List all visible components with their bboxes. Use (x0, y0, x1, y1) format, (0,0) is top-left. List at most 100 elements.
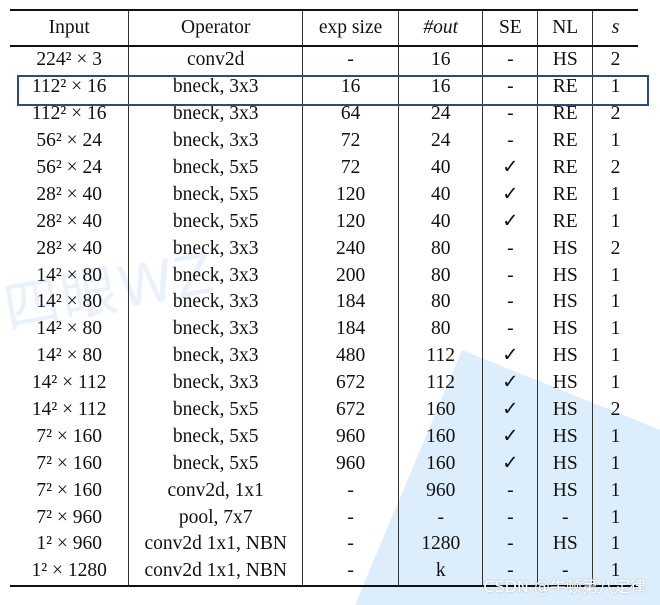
cell-operator: bneck, 5x5 (128, 423, 304, 451)
header-stride: s (611, 17, 620, 38)
cell-nl: HS (537, 342, 593, 370)
cell-operator: bneck, 3x3 (128, 235, 304, 263)
cell-se: ✓ (482, 181, 539, 209)
cell-out: 160 (398, 450, 484, 478)
cell-nl: HS (537, 369, 593, 397)
cell-input: 14² × 112 (10, 369, 130, 397)
cell-input: 7² × 160 (10, 423, 130, 451)
cell-operator: bneck, 3x3 (128, 100, 304, 128)
cell-input: 1² × 1280 (10, 557, 130, 586)
cell-nl: HS (537, 477, 593, 505)
cell-stride: 1 (610, 560, 621, 582)
header-se: SE (482, 10, 539, 46)
cell-stride: 1 (610, 345, 621, 367)
cell-nl: HS (537, 262, 593, 290)
cell-exp-size: 16 (302, 73, 400, 101)
cell-out: 16 (398, 46, 484, 74)
cell-nl: RE (537, 127, 593, 155)
cell-input: 224² × 3 (10, 46, 130, 74)
cell-out: 1280 (398, 531, 484, 558)
cell-exp-size: 120 (302, 181, 400, 209)
header-input: Input (10, 10, 130, 46)
cell-nl: RE (537, 208, 593, 236)
cell-se: ✓ (482, 450, 539, 478)
cell-nl: HS (537, 289, 593, 316)
cell-nl: RE (537, 100, 593, 128)
cell-stride: 2 (610, 103, 621, 125)
cell-se: - (482, 127, 539, 155)
cell-stride: 1 (610, 533, 621, 555)
table-header: Input Operator exp size #out SE NL s (10, 10, 638, 46)
cell-input: 14² × 112 (10, 396, 130, 424)
cell-out: 960 (398, 477, 484, 505)
cell-nl: HS (537, 46, 593, 74)
cell-stride: 2 (610, 49, 621, 71)
cell-stride: 1 (610, 425, 621, 447)
cell-stride: 2 (610, 157, 621, 178)
cell-input: 28² × 40 (10, 208, 130, 236)
cell-operator: bneck, 3x3 (128, 262, 304, 290)
cell-se: ✓ (482, 208, 539, 236)
cell-exp-size: 72 (302, 127, 400, 155)
cell-operator: bneck, 3x3 (128, 127, 304, 155)
cell-out: 40 (398, 154, 484, 182)
cell-input: 56² × 24 (10, 127, 130, 155)
cell-se: ✓ (482, 423, 539, 451)
cell-operator: pool, 7x7 (128, 504, 304, 532)
cell-operator: conv2d 1x1, NBN (128, 531, 304, 558)
cell-nl: HS (537, 396, 593, 424)
cell-input: 14² × 80 (10, 262, 130, 290)
cell-operator: bneck, 3x3 (128, 289, 304, 316)
cell-input: 7² × 960 (10, 504, 130, 532)
cell-stride: 1 (610, 210, 621, 232)
cell-out: 160 (398, 423, 484, 451)
cell-exp-size: 200 (302, 262, 400, 290)
cell-se: ✓ (482, 396, 539, 424)
cell-stride: 1 (610, 76, 621, 98)
cell-exp-size: 480 (302, 342, 400, 370)
cell-stride: 2 (610, 399, 621, 421)
cell-operator: bneck, 5x5 (128, 208, 304, 236)
cell-input: 7² × 160 (10, 450, 130, 478)
cell-out: 160 (398, 396, 484, 424)
cell-exp-size: 240 (302, 235, 400, 263)
cell-stride: 1 (610, 318, 621, 340)
cell-stride: 1 (610, 183, 621, 205)
cell-out: 112 (398, 369, 484, 397)
cell-se: - (482, 73, 539, 101)
cell-exp-size: 184 (302, 289, 400, 316)
header-exp-size: exp size (302, 10, 400, 46)
cell-nl: RE (537, 181, 593, 209)
cell-stride: 1 (610, 372, 621, 394)
cell-operator: bneck, 5x5 (128, 181, 304, 209)
cell-stride: 2 (610, 237, 621, 259)
cell-input: 28² × 40 (10, 181, 130, 209)
cell-input: 14² × 80 (10, 289, 130, 316)
cell-nl: - (537, 557, 593, 586)
cell-input: 28² × 40 (10, 235, 130, 263)
cell-input: 112² × 16 (10, 73, 130, 101)
cell-stride: 1 (610, 264, 621, 286)
cell-operator: bneck, 5x5 (128, 154, 304, 182)
cell-out: 112 (398, 342, 484, 370)
cell-stride: 1 (610, 291, 621, 313)
cell-se: - (482, 46, 539, 74)
header-nl: NL (537, 10, 593, 46)
cell-input: 14² × 80 (10, 342, 130, 370)
cell-exp-size: - (302, 46, 400, 74)
cell-exp-size: 184 (302, 315, 400, 343)
cell-out: 40 (398, 208, 484, 236)
